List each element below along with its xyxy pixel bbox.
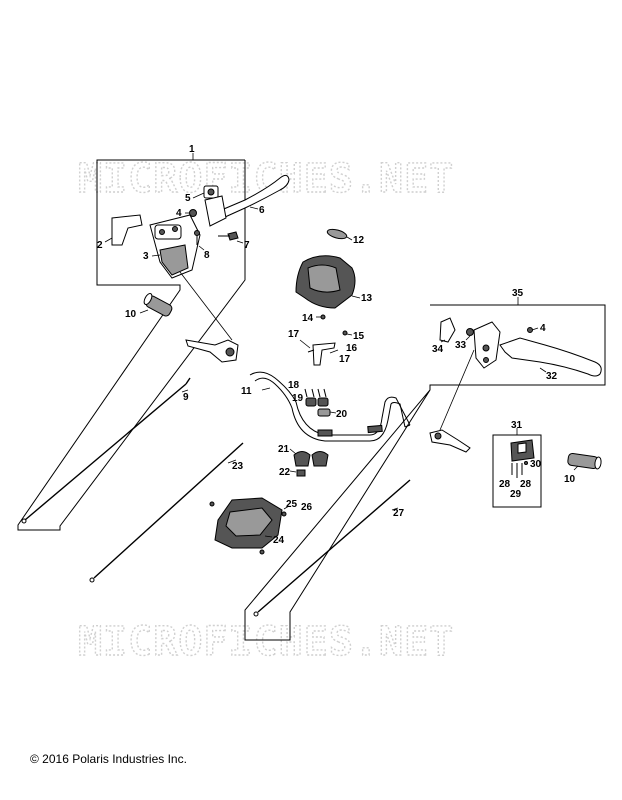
callout-21: 21 xyxy=(278,444,290,455)
callout-2: 2 xyxy=(97,240,103,251)
callout-5: 5 xyxy=(185,193,191,204)
handlebar xyxy=(249,371,411,442)
group-outline-left xyxy=(17,159,246,531)
callout-6: 6 xyxy=(259,205,265,216)
callout-29: 29 xyxy=(510,489,522,500)
callout-15: 15 xyxy=(353,331,365,342)
callout-14: 14 xyxy=(302,313,314,324)
callout-20: 20 xyxy=(336,409,348,420)
callout-12: 12 xyxy=(353,235,365,246)
callout-1: 1 xyxy=(189,144,195,155)
callout-16: 16 xyxy=(346,343,358,354)
callout-28-a: 28 xyxy=(499,479,511,490)
callout-23: 23 xyxy=(232,461,244,472)
callout-9: 9 xyxy=(183,392,189,403)
callout-13: 13 xyxy=(361,293,373,304)
callout-25: 25 xyxy=(286,499,298,510)
callout-22: 22 xyxy=(279,467,291,478)
brake-lever-right xyxy=(499,337,602,377)
cable-9 xyxy=(24,383,187,521)
grip-right xyxy=(567,452,602,470)
watermark-bottom: MICROFICHES.NET xyxy=(78,619,454,665)
callout-7: 7 xyxy=(244,240,250,251)
handlebar-clamp xyxy=(111,214,143,246)
callout-18: 18 xyxy=(288,380,300,391)
callout-34: 34 xyxy=(432,344,444,355)
callout-4-right: 4 xyxy=(540,323,546,334)
callout-4: 4 xyxy=(176,208,182,219)
callout-26: 26 xyxy=(301,502,313,513)
callout-19: 19 xyxy=(292,393,304,404)
callout-10-right: 10 xyxy=(564,474,576,485)
callout-3: 3 xyxy=(143,251,149,262)
callout-27: 27 xyxy=(393,508,405,519)
callout-31: 31 xyxy=(511,420,523,431)
callout-35: 35 xyxy=(512,288,524,299)
hardware-18-20 xyxy=(304,388,331,417)
lower-left-lever xyxy=(185,339,239,363)
callout-10-left: 10 xyxy=(125,309,137,320)
callout-24: 24 xyxy=(273,535,285,546)
callout-30: 30 xyxy=(530,459,542,470)
group-outline-right xyxy=(244,304,606,641)
callout-28-b: 28 xyxy=(520,479,532,490)
callout-17-b: 17 xyxy=(339,354,351,365)
callout-17-a: 17 xyxy=(288,329,300,340)
grip-left xyxy=(143,293,173,317)
lower-clamps xyxy=(293,451,329,467)
emblem xyxy=(326,228,348,240)
copyright-notice: © 2016 Polaris Industries Inc. xyxy=(30,752,187,766)
brake-lever-left xyxy=(211,174,290,223)
bracket-34 xyxy=(439,317,456,343)
switch-housing xyxy=(510,439,535,478)
callout-33: 33 xyxy=(455,340,467,351)
cable-23 xyxy=(93,442,244,579)
riser-bracket xyxy=(312,342,336,366)
callout-8: 8 xyxy=(204,250,210,261)
callout-32: 32 xyxy=(546,371,558,382)
callout-11: 11 xyxy=(241,386,252,397)
cable-27 xyxy=(257,479,411,613)
